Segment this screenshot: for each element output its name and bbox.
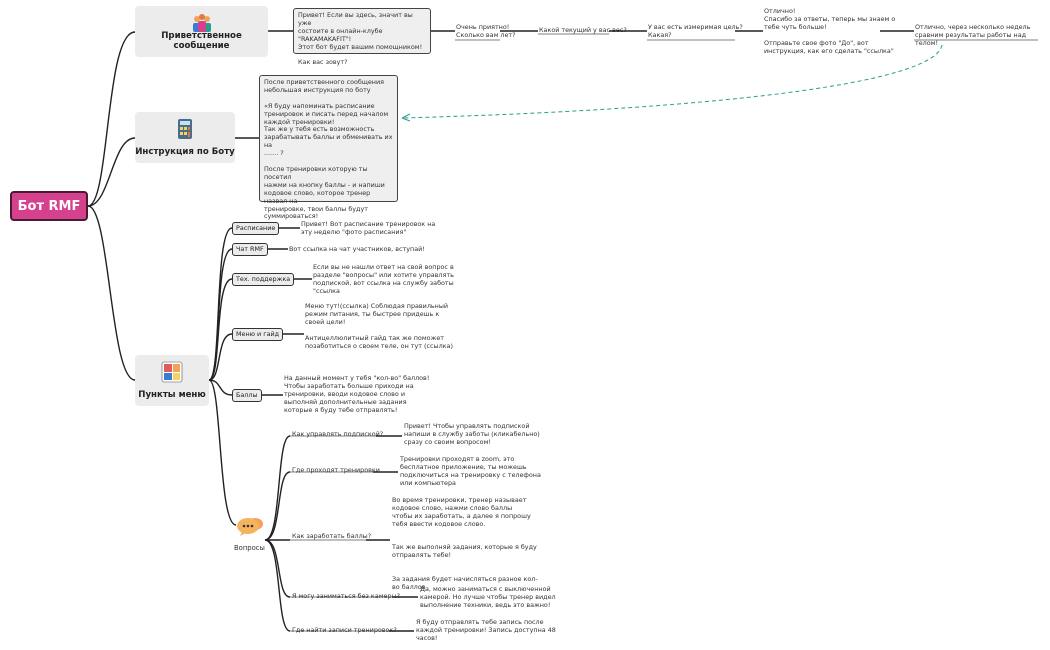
welcome-step-goal: У вас есть измеримая цель? Какая?	[648, 23, 743, 39]
topic-menu-label: Пункты меню	[138, 390, 206, 400]
question-recordings[interactable]: Где найти записи тренировок?	[292, 626, 397, 634]
calculator-icon	[178, 119, 192, 139]
dashed-relation-arrow	[401, 44, 943, 119]
topic-welcome[interactable]: Приветственное сообщение	[135, 6, 268, 57]
menu-text-chat: Вот ссылка на чат участников, вступай!	[289, 245, 425, 253]
menu-text-menu-guide: Меню тут!(ссылка) Соблюдая правильный ре…	[305, 302, 453, 350]
people-icon	[192, 14, 211, 32]
question-where-trainings[interactable]: Где проходят тренировки	[292, 466, 380, 474]
puzzle-icon	[161, 361, 183, 383]
topic-welcome-label: Приветственное сообщение	[161, 31, 242, 51]
question-no-camera[interactable]: Я могу заниматься без камеры?	[292, 592, 400, 600]
welcome-step-result: Отлично, через несколько недель сравним …	[915, 23, 1031, 47]
chat-bubble-icon[interactable]	[236, 516, 264, 536]
answer-no-camera: Да, можно заниматься с выключенной камер…	[420, 585, 556, 609]
answer-subscription: Привет! Чтобы управлять подпиской напиши…	[404, 422, 540, 446]
answer-where-trainings: Тренировки проходят в zoom, это бесплатн…	[400, 455, 541, 487]
menu-item-chat[interactable]: Чат RMF	[232, 243, 268, 256]
welcome-step-age: Очень приятно! Сколько вам лет?	[456, 23, 516, 39]
answer-recordings: Я буду отправлять тебе запись после кажд…	[416, 618, 556, 642]
answer-earn-points: Во время тренировки, тренер называет код…	[392, 496, 538, 591]
root-node[interactable]: Бот RMF	[10, 191, 88, 221]
instruction-box[interactable]: После приветственного сообщения небольша…	[259, 75, 398, 220]
topic-menu[interactable]: Пункты меню	[135, 355, 209, 406]
menu-item-points[interactable]: Баллы	[232, 389, 262, 402]
menu-text-points: На данный момент у тебя "кол-во" баллов!…	[284, 374, 430, 414]
welcome-greeting-box[interactable]: Привет! Если вы здесь, значит вы уже сос…	[293, 8, 431, 66]
menu-item-schedule[interactable]: Расписание	[232, 222, 280, 235]
welcome-step-photo: Отлично! Спасибо за ответы, теперь мы зн…	[764, 7, 896, 55]
welcome-step-weight: Какой текущий у вас вес?	[539, 26, 627, 34]
topic-questions-label[interactable]: Вопросы	[234, 544, 265, 552]
menu-text-schedule: Привет! Вот расписание тренировок на эту…	[301, 220, 436, 236]
menu-item-menu-guide[interactable]: Меню и гайд	[232, 328, 284, 341]
question-subscription[interactable]: Как управлять подпиской?	[292, 430, 384, 438]
topic-instruction[interactable]: Инструкция по Боту	[135, 112, 235, 163]
menu-item-support[interactable]: Тех. поддержка	[232, 273, 295, 286]
question-earn-points[interactable]: Как заработать баллы?	[292, 532, 372, 540]
topic-instruction-label: Инструкция по Боту	[135, 147, 235, 157]
menu-text-support: Если вы не нашли ответ на свой вопрос в …	[313, 263, 454, 295]
